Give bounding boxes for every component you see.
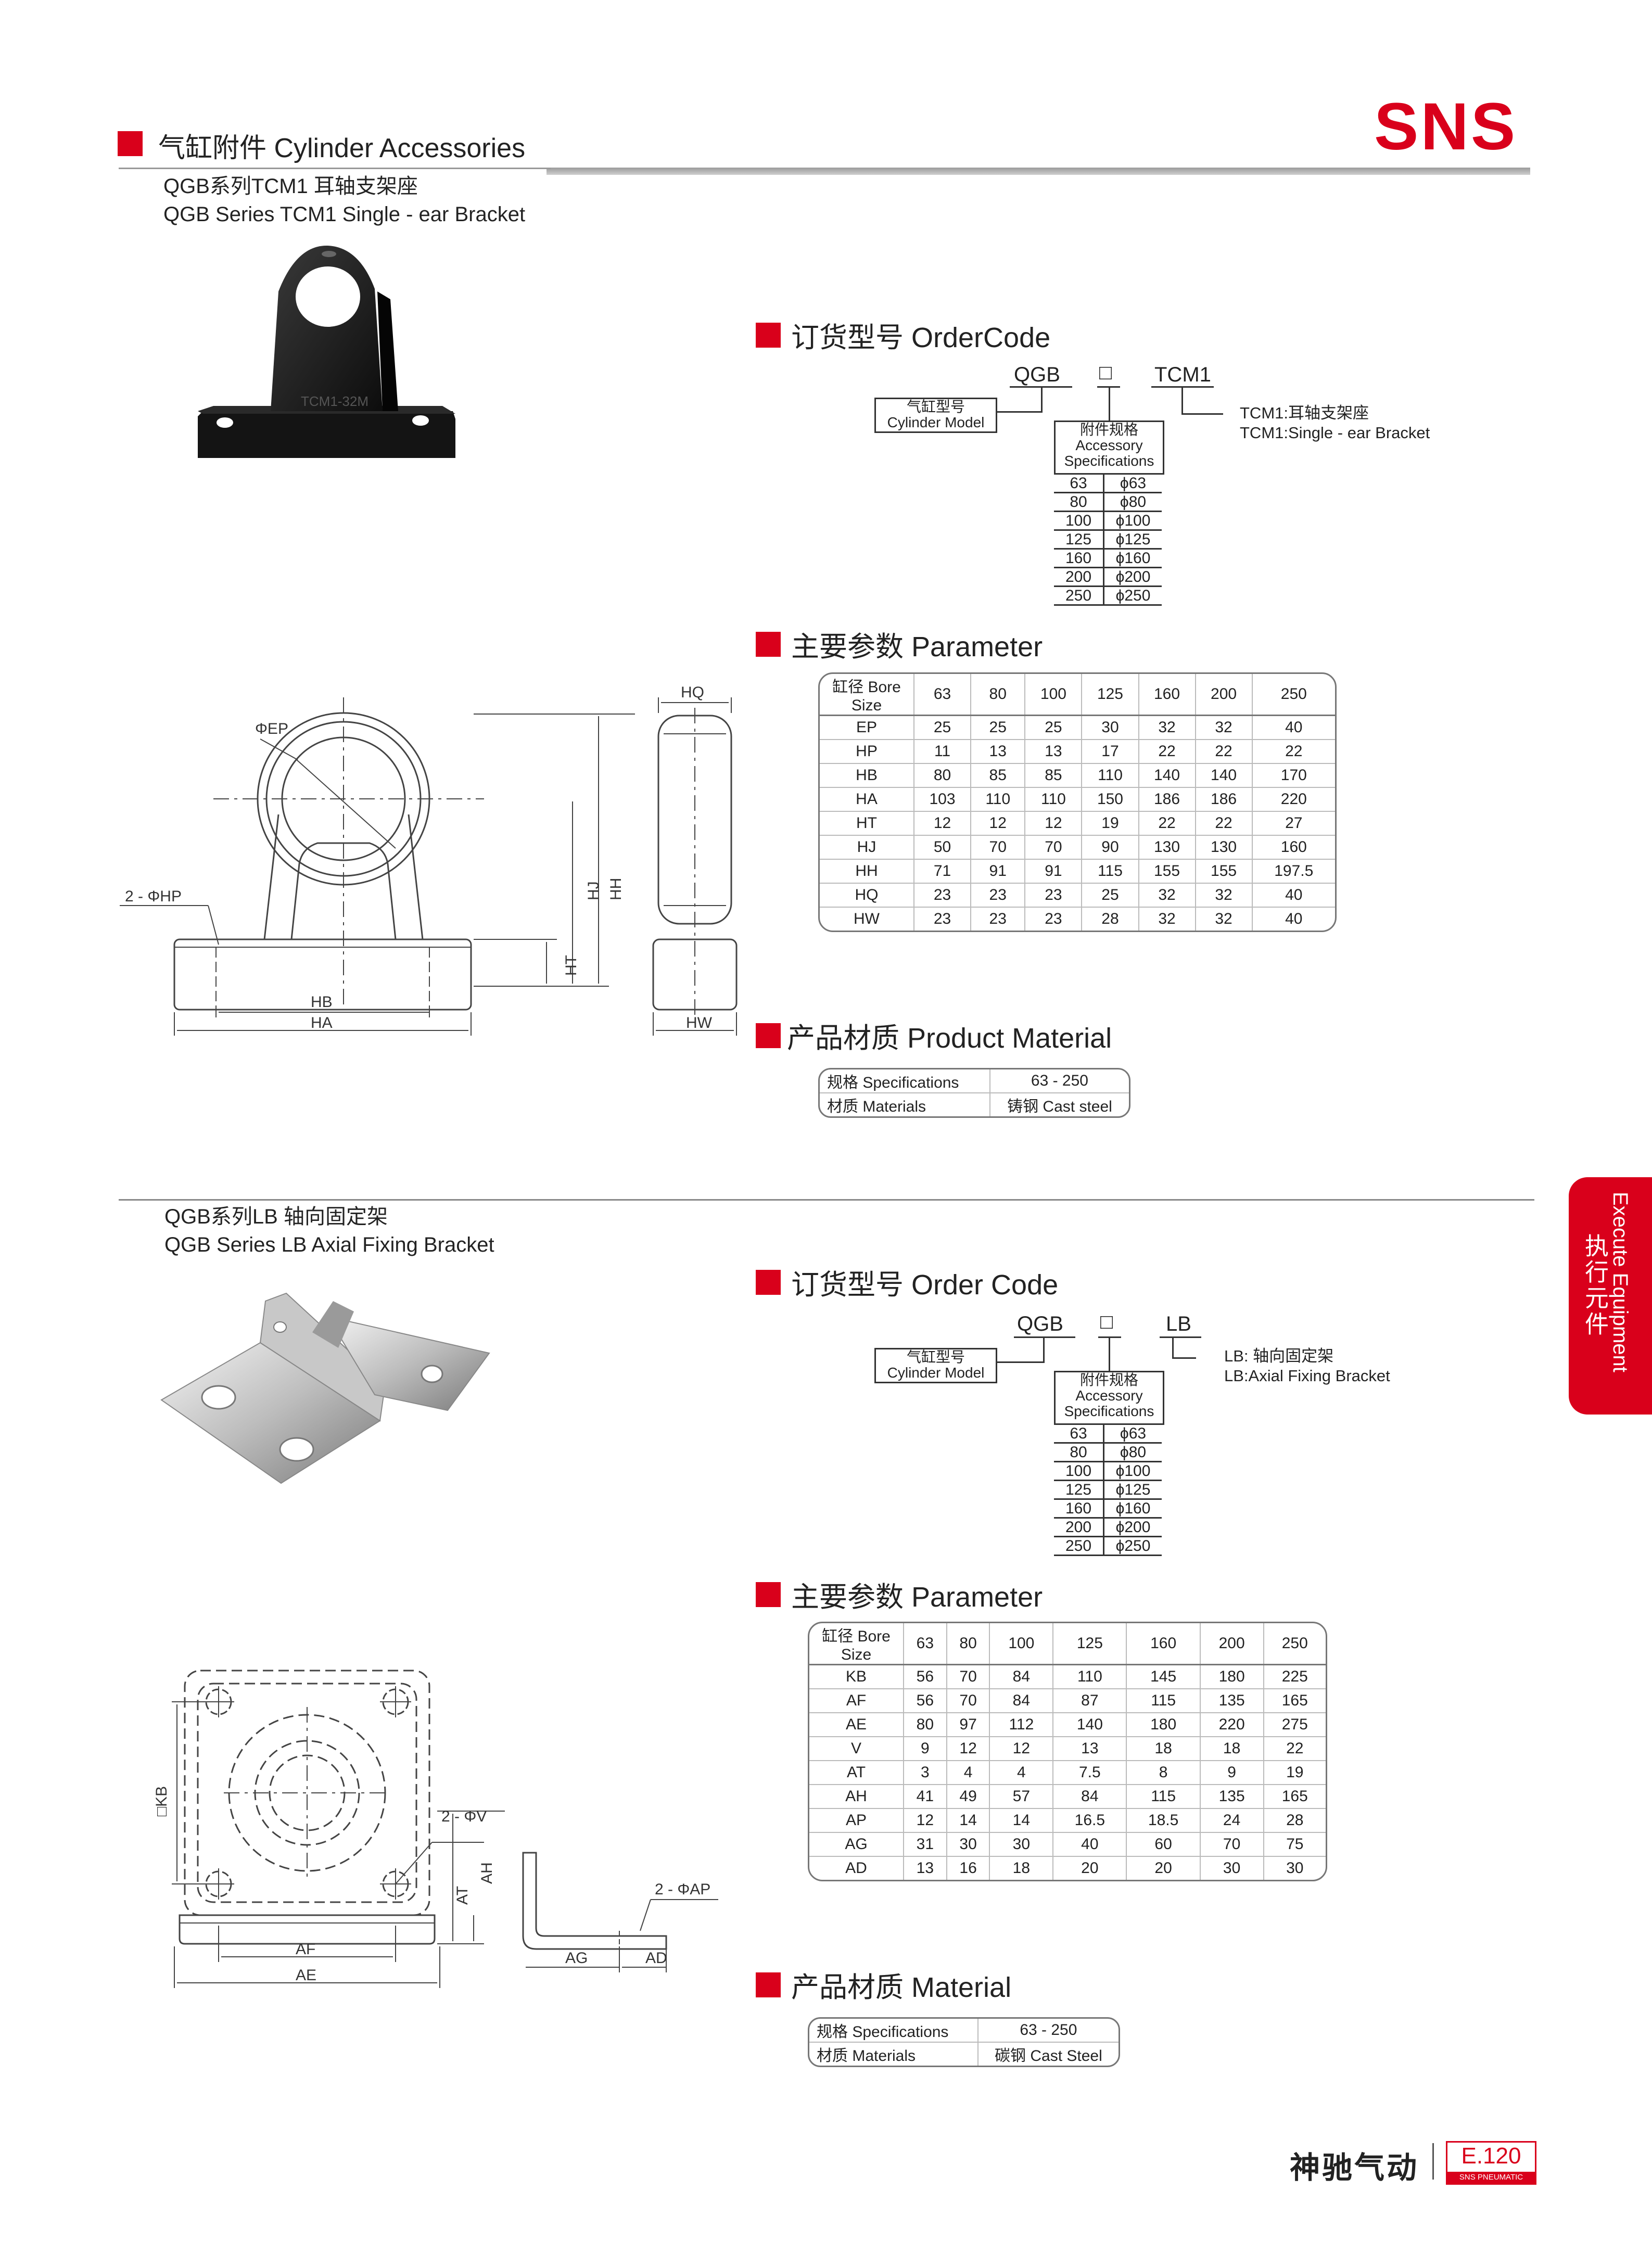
order2-heading: 订货型号 Order Code [791,1269,1059,1301]
label-af: AF [296,1941,315,1958]
section1-title-en: QGB Series TCM1 Single - ear Bracket [163,203,526,226]
suffix-desc-en: LB:Axial Fixing Bracket [1224,1367,1390,1385]
material2-heading-marker [756,1972,781,1997]
param2-heading-marker [756,1582,781,1607]
label-ap: 2 - ΦAP [655,1881,710,1898]
lb-bracket-photo [160,1292,490,1484]
label-kb: □KB [153,1786,170,1816]
page-number-box: E.120 SNS PNEUMATIC [1446,2141,1536,2185]
order-code-tcm1: QGB □ TCM1 气缸型号 Cylinder Model 附件规格 Acce… [874,361,1525,621]
model-label-box: 气缸型号 Cylinder Model [874,1348,997,1383]
label-ad: AD [645,1950,667,1967]
footer-brand: 神驰气动 [1290,2151,1419,2185]
order-heading: 订货型号 OrderCode [791,322,1051,353]
material-heading-marker [756,1023,781,1048]
label-ag: AG [565,1950,588,1967]
label-hq: HQ [681,684,704,701]
param2-heading: 主要参数 Parameter [791,1582,1043,1613]
suffix-desc-cn: LB: 轴向固定架 [1224,1347,1334,1365]
section2-title-cn: QGB系列LB 轴向固定架 [164,1205,388,1228]
label-hb: HB [311,993,333,1011]
code-suffix: TCM1 [1154,363,1211,386]
material-heading: 产品材质 Product Material [787,1023,1112,1054]
code-box: □ [1100,1310,1113,1333]
footer-separator [1432,2143,1434,2180]
spec-label-box: 附件规格 Accessory Specifications [1054,1371,1164,1425]
material2-heading: 产品材质 Material [791,1972,1012,2003]
order-code-lb: QGB □ LB 气缸型号 Cylinder Model 附件规格 Access… [874,1308,1525,1569]
page-number: E.120 [1461,2143,1521,2169]
side-tab: Execute Equipment 执行元件 [1569,1177,1652,1415]
tcm1-drawing: ΦEP 2 - ΦHP HB HA HT HJ HH HQ HW [120,684,738,1036]
section1-title-cn: QGB系列TCM1 耳轴支架座 [163,175,418,198]
tcm1-bracket-photo: TCM1-32M [198,245,455,458]
brand-logo: SNS [1374,90,1518,164]
code-suffix: LB [1166,1313,1191,1335]
photo-stamp: TCM1-32M [301,393,368,409]
param-heading: 主要参数 Parameter [791,631,1043,663]
label-at: AT [454,1886,471,1905]
order2-heading-marker [756,1270,781,1295]
section-divider [119,1199,1534,1201]
header-marker [118,131,143,156]
suffix-desc-cn: TCM1:耳轴支架座 [1240,404,1369,422]
label-ha: HA [311,1014,333,1031]
code-prefix: QGB [1017,1313,1063,1335]
label-ep: ΦEP [255,720,288,737]
param-heading-marker [756,632,781,657]
suffix-desc-en: TCM1:Single - ear Bracket [1240,424,1430,442]
label-hw: HW [686,1014,713,1031]
label-v: 2 - ΦV [441,1808,487,1825]
section2-title-en: QGB Series LB Axial Fixing Bracket [164,1233,494,1256]
label-ah: AH [478,1862,495,1884]
page-title: 气缸附件 Cylinder Accessories [158,133,526,163]
label-ht: HT [563,955,580,976]
header-rule-thin [119,168,551,169]
code-box: □ [1099,361,1112,384]
code-prefix: QGB [1014,363,1060,386]
label-hj: HJ [585,881,602,900]
model-label-box: 气缸型号 Cylinder Model [874,398,997,433]
label-ae: AE [296,1967,316,1984]
lb-drawing: □KB 2 - ΦV 2 - ΦAP AF AE AT AH AG AD [153,1670,718,1988]
side-tab-en: Execute Equipment [1609,1192,1632,1372]
order-heading-marker [756,323,781,348]
label-hp: 2 - ΦHP [125,888,182,905]
header-rule [547,168,1530,175]
side-tab-cn: 执行元件 [1582,1233,1609,1337]
label-hh: HH [607,878,625,900]
footer-tagline: SNS PNEUMATIC [1447,2172,1535,2183]
spec-label-box: 附件规格 Accessory Specifications [1054,421,1164,475]
